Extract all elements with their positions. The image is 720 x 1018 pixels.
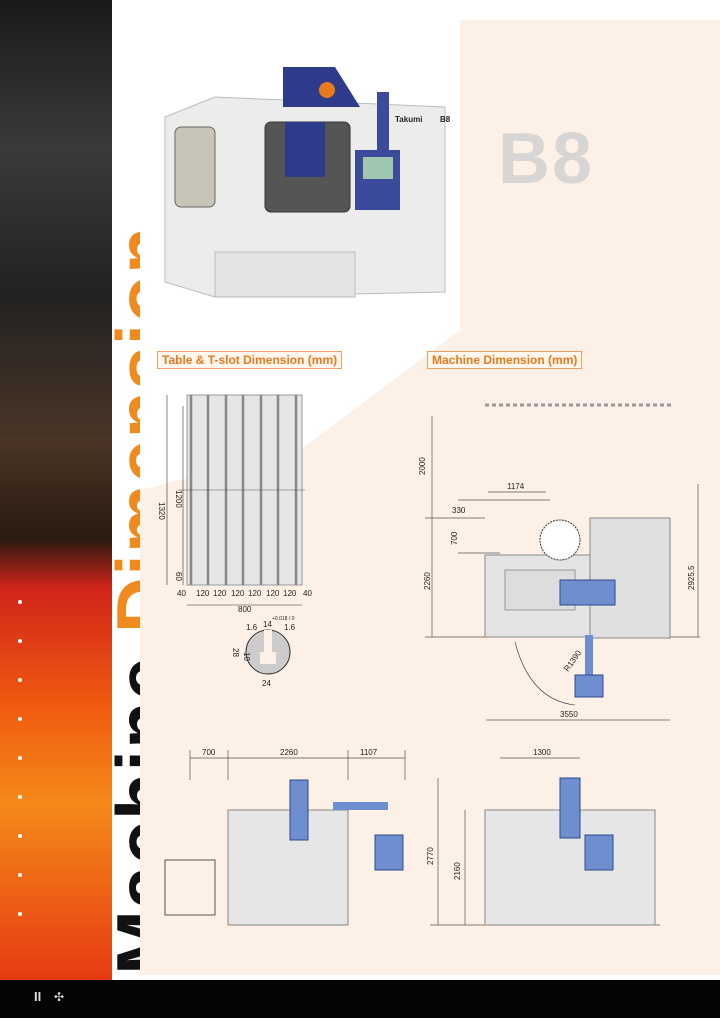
dim-ceiling-clearance: 2000	[418, 457, 427, 475]
machine-photo: Takumi B8	[164, 67, 451, 298]
dim-slot-width: 14	[263, 620, 272, 629]
dim-radius: R1390	[562, 648, 583, 673]
model-label: B8	[498, 119, 595, 199]
model-badge: B8	[440, 115, 451, 124]
dim-right: 1107	[360, 748, 378, 757]
dim-left: 700	[202, 748, 216, 757]
dim-pitch: 120	[283, 589, 297, 598]
footer-logo-icon: ✣	[54, 990, 65, 1004]
machine-dimension-heading: Machine Dimension (mm)	[427, 351, 583, 369]
dim-slot-neck: 10	[242, 652, 251, 661]
decorative-dots	[18, 600, 22, 951]
dim-side-right: 40	[303, 589, 312, 598]
dim-offset: 1300	[533, 748, 551, 757]
dim-chamfer: 1.6	[246, 623, 258, 632]
dim-machine-height: 2160	[453, 862, 462, 880]
dim-table-width: 800	[238, 605, 252, 614]
dim-total-height: 2770	[426, 847, 435, 865]
dim-offset: 1174	[507, 482, 525, 491]
page-number: II	[34, 989, 42, 1004]
dim-pitch: 120	[196, 589, 210, 598]
dim-depth: 2260	[423, 572, 432, 590]
footer-bar	[0, 980, 720, 1018]
table-drawing: 1320 1200 60 40 120 120 120 120 120 120 …	[157, 394, 312, 688]
machine-side-view: 1300 2770 2160	[426, 748, 660, 926]
dim-chamfer: 1.6	[284, 623, 296, 632]
dim-slot-depth: 28	[231, 648, 240, 657]
dim-slot-bottom: 24	[262, 679, 271, 688]
dim-330: 330	[452, 506, 466, 515]
dim-edge: 60	[174, 572, 183, 581]
dim-center: 2260	[280, 748, 298, 757]
dim-height: 2925.5	[687, 565, 696, 590]
dim-slot-span: 1200	[174, 490, 183, 508]
dim-700: 700	[450, 531, 459, 545]
side-banner	[0, 0, 112, 980]
dim-table-length: 1320	[157, 502, 166, 520]
banner-gap	[112, 0, 140, 980]
machine-top-view: 2000 1174 330 700 2260 2925.5 R1390 3550	[418, 403, 700, 721]
dim-slot-tolerance: +0.018 / 0	[272, 616, 295, 622]
table-dimension-heading: Table & T-slot Dimension (mm)	[157, 351, 343, 369]
dim-pitch: 120	[213, 589, 227, 598]
machine-front-view: 700 2260 1107	[164, 748, 406, 926]
brand-label: Takumi	[395, 115, 422, 124]
dim-pitch: 120	[248, 589, 262, 598]
dim-pitch: 120	[266, 589, 280, 598]
dim-pitch: 120	[231, 589, 245, 598]
dim-width: 3550	[560, 710, 578, 719]
dim-side-left: 40	[177, 589, 186, 598]
